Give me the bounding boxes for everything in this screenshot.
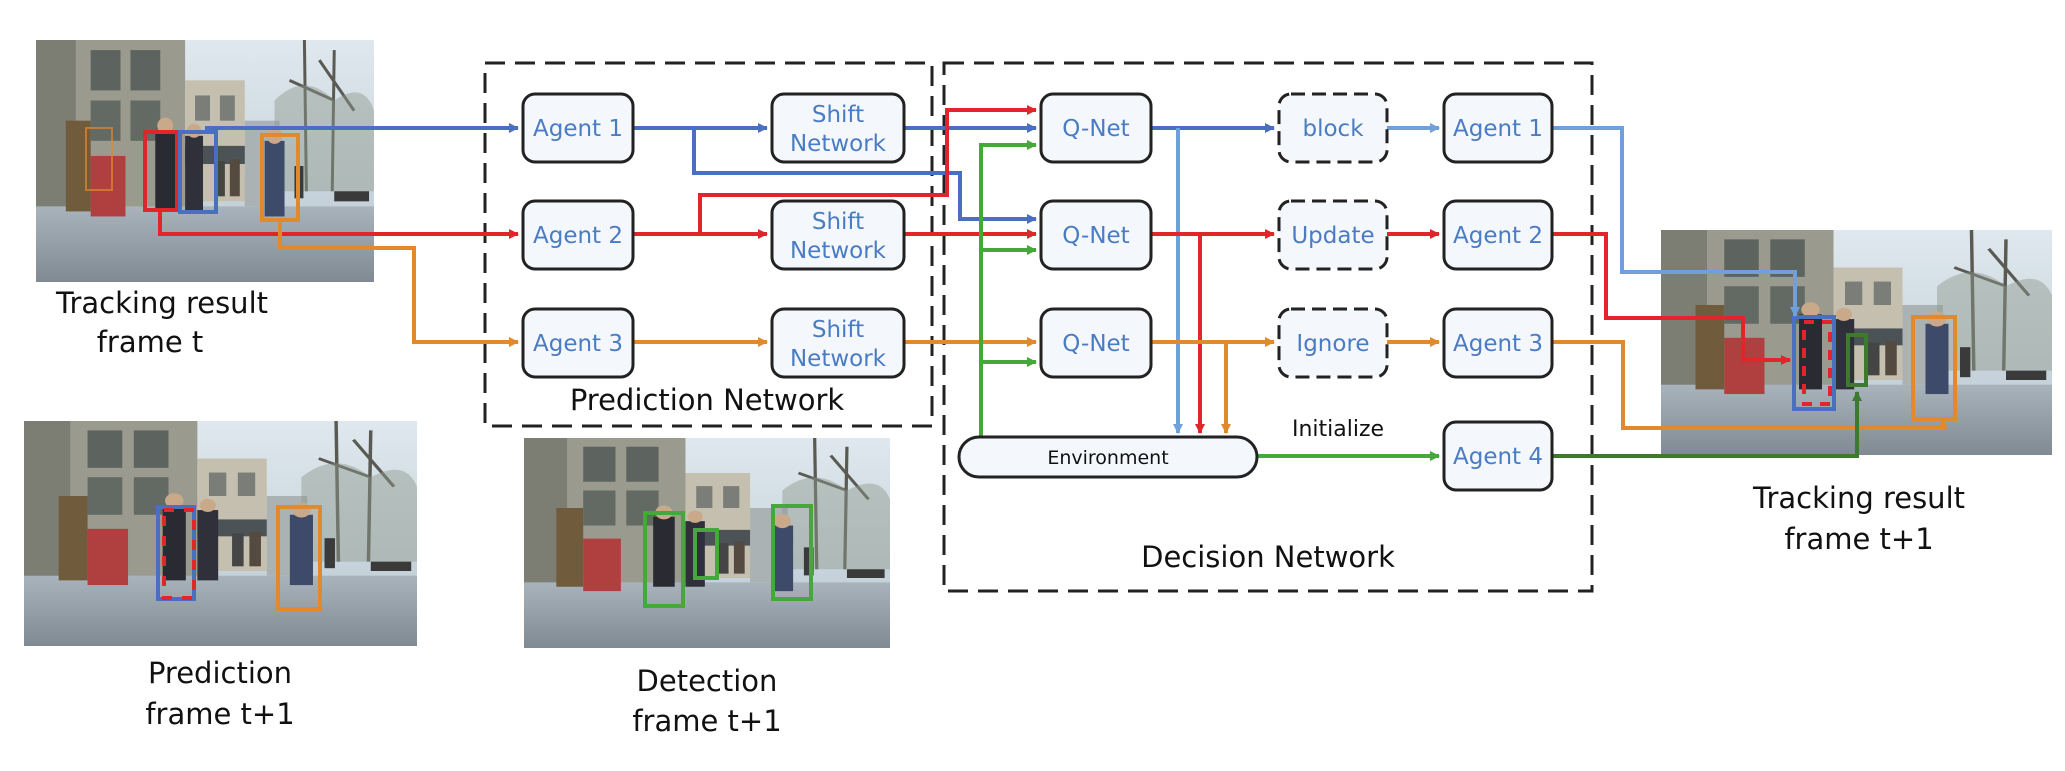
action-block: block xyxy=(1277,92,1389,164)
blue-track-connectors xyxy=(205,123,1275,224)
svg-text:Shift: Shift xyxy=(812,102,864,128)
out-agent-4: Agent 4 xyxy=(1442,420,1554,492)
svg-text:Environment: Environment xyxy=(1047,447,1168,469)
shift-network-1: Shift Network xyxy=(770,92,906,164)
action-ignore: Ignore xyxy=(1277,307,1389,379)
action-update: Update xyxy=(1277,199,1389,271)
svg-text:Network: Network xyxy=(790,131,887,157)
svg-text:Update: Update xyxy=(1291,223,1374,249)
detection-caption-line2: frame t+1 xyxy=(632,704,781,738)
q-net-3: Q-Net xyxy=(1039,307,1153,379)
svg-text:Ignore: Ignore xyxy=(1296,331,1369,357)
svg-text:Agent 2: Agent 2 xyxy=(533,223,623,249)
dark-green-connector xyxy=(1551,391,1862,458)
light-blue-connectors xyxy=(1173,123,1800,434)
green-connectors xyxy=(979,140,1440,461)
tracking-t-caption-line2: frame t xyxy=(97,325,204,359)
out-agent-2: Agent 2 xyxy=(1442,199,1554,271)
tracking-t1-caption-line2: frame t+1 xyxy=(1784,522,1933,556)
tracking-frame-t-image xyxy=(36,40,374,282)
prediction-caption-line1: Prediction xyxy=(148,656,292,690)
svg-text:Network: Network xyxy=(790,238,887,264)
pred-agent-1: Agent 1 xyxy=(521,92,635,164)
decision-network-title: Decision Network xyxy=(1141,540,1395,574)
svg-text:Network: Network xyxy=(790,346,887,372)
svg-text:Shift: Shift xyxy=(812,317,864,343)
detection-caption-line1: Detection xyxy=(637,664,778,698)
svg-text:Agent 1: Agent 1 xyxy=(533,116,623,142)
out-agent-1: Agent 1 xyxy=(1442,92,1554,164)
out-agent-3: Agent 3 xyxy=(1442,307,1554,379)
decision-network-box xyxy=(942,61,1594,593)
svg-text:Q-Net: Q-Net xyxy=(1062,116,1129,142)
prediction-frame-image xyxy=(24,421,417,646)
orange-track-connectors xyxy=(278,220,1948,434)
red-track-connectors xyxy=(158,105,1791,434)
prediction-network-box xyxy=(483,61,934,428)
initialize-label: Initialize xyxy=(1292,417,1384,442)
prediction-caption-line2: frame t+1 xyxy=(145,697,294,731)
environment-node: Environment xyxy=(957,435,1259,479)
svg-text:Q-Net: Q-Net xyxy=(1062,331,1129,357)
pred-agent-3: Agent 3 xyxy=(521,307,635,379)
tracking-frame-t1-image xyxy=(1661,230,2052,455)
svg-text:Q-Net: Q-Net xyxy=(1062,223,1129,249)
tracking-t-caption-line1: Tracking result xyxy=(55,286,268,320)
q-net-1: Q-Net xyxy=(1039,92,1153,164)
svg-text:Agent 3: Agent 3 xyxy=(1453,331,1543,357)
svg-text:block: block xyxy=(1302,116,1364,142)
shift-network-3: Shift Network xyxy=(770,307,906,379)
svg-text:Agent 1: Agent 1 xyxy=(1453,116,1543,142)
svg-text:Agent 3: Agent 3 xyxy=(533,331,623,357)
svg-text:Shift: Shift xyxy=(812,209,864,235)
q-net-2: Q-Net xyxy=(1039,199,1153,271)
svg-text:Agent 4: Agent 4 xyxy=(1453,444,1543,470)
tracking-t1-caption-line1: Tracking result xyxy=(1752,481,1965,515)
svg-text:Agent 2: Agent 2 xyxy=(1453,223,1543,249)
detection-frame-image xyxy=(524,438,890,648)
prediction-network-title: Prediction Network xyxy=(570,383,845,417)
pred-agent-2: Agent 2 xyxy=(521,199,635,271)
shift-network-2: Shift Network xyxy=(770,199,906,271)
